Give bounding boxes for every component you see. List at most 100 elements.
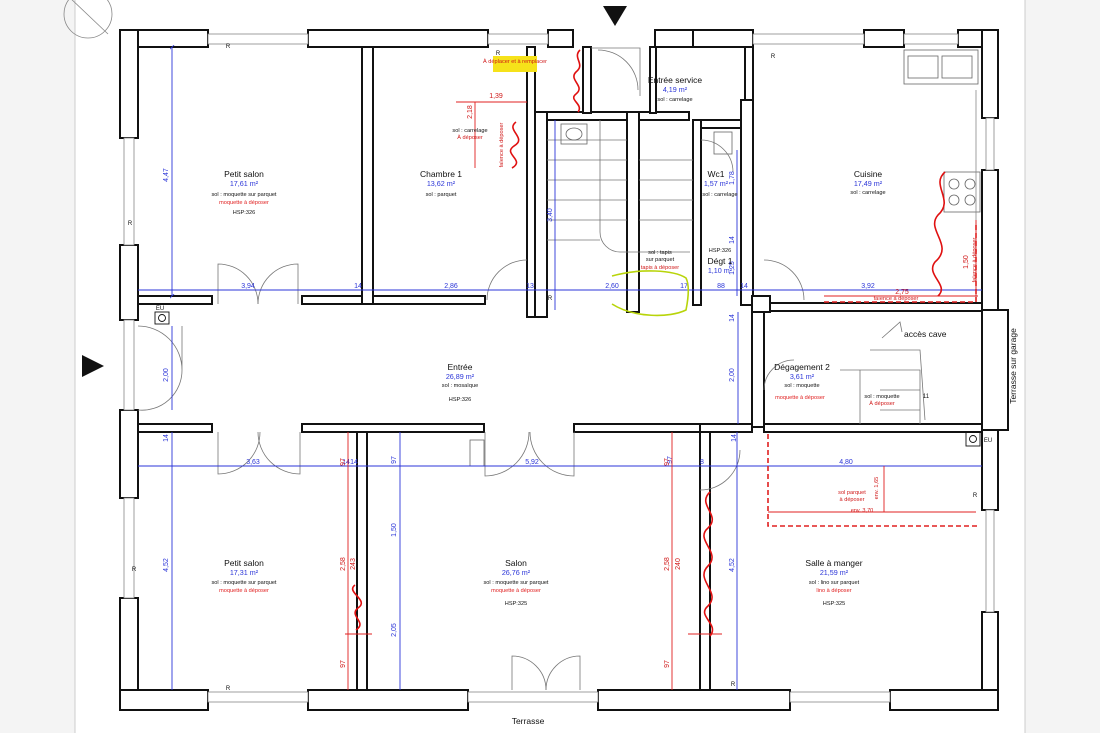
svg-text:14: 14 — [350, 459, 358, 466]
svg-text:14: 14 — [740, 283, 748, 290]
svg-text:À déplacer et à remplacer: À déplacer et à remplacer — [483, 58, 547, 65]
red-dimension-labels: 1,39 2,18 2,75 1,50 97 2,58 243 97 97 2,… — [340, 93, 970, 668]
svg-text:88: 88 — [717, 283, 725, 290]
svg-text:97: 97 — [664, 660, 671, 668]
room-wc1: Wc1 1,57 m² sol : carrelage — [702, 169, 737, 198]
svg-text:97: 97 — [391, 456, 398, 464]
svg-text:97: 97 — [340, 660, 347, 668]
svg-text:Petit salon: Petit salon — [224, 169, 264, 179]
blue-dimensions — [138, 47, 982, 690]
svg-text:21,59 m²: 21,59 m² — [820, 568, 849, 577]
svg-text:R: R — [226, 44, 231, 50]
svg-text:1,50: 1,50 — [391, 523, 398, 537]
svg-text:3,61 m²: 3,61 m² — [790, 372, 815, 381]
svg-text:97: 97 — [667, 456, 674, 464]
svg-text:26,76 m²: 26,76 m² — [502, 568, 531, 577]
eu-right-label: EU — [984, 438, 992, 444]
svg-text:moquette à déposer: moquette à déposer — [219, 588, 269, 594]
svg-text:lino à déposer: lino à déposer — [816, 588, 851, 594]
svg-text:5,92: 5,92 — [525, 459, 539, 466]
svg-text:env. 3,70: env. 3,70 — [851, 508, 874, 514]
svg-text:tapis à déposer: tapis à déposer — [641, 265, 679, 271]
drawing-sheet — [75, 0, 1025, 733]
svg-text:1,78: 1,78 — [729, 171, 736, 185]
room-degagement-2: Dégagement 2 3,61 m² sol : moquette moqu… — [774, 362, 830, 401]
svg-text:97: 97 — [340, 458, 347, 466]
svg-text:Entrée service: Entrée service — [648, 75, 703, 85]
svg-text:1,57 m²: 1,57 m² — [704, 179, 729, 188]
svg-text:Dégt 1: Dégt 1 — [707, 256, 732, 266]
svg-text:2,58: 2,58 — [664, 557, 671, 571]
svg-text:À déposer: À déposer — [457, 134, 483, 141]
room-petit-salon-1: Petit salon 17,61 m² sol : moquette sur … — [212, 169, 277, 216]
svg-text:3,63: 3,63 — [246, 459, 260, 466]
svg-text:env. 1,65: env. 1,65 — [874, 477, 880, 500]
svg-text:Entrée: Entrée — [447, 362, 472, 372]
svg-text:8: 8 — [700, 459, 704, 466]
svg-text:R: R — [128, 221, 133, 227]
svg-text:Salon: Salon — [505, 558, 527, 568]
room-salon: Salon 26,76 m² sol : moquette sur parque… — [484, 558, 549, 607]
svg-text:sol : lino sur parquet: sol : lino sur parquet — [809, 580, 860, 586]
svg-text:HSP:325: HSP:325 — [505, 601, 527, 607]
svg-text:sol : parquet: sol : parquet — [426, 192, 457, 198]
interior-walls — [137, 46, 983, 691]
svg-text:R: R — [731, 682, 736, 688]
svg-text:HSP:326: HSP:326 — [449, 397, 471, 403]
svg-text:1,10 m²: 1,10 m² — [708, 266, 733, 275]
svg-text:14: 14 — [163, 434, 170, 442]
svg-text:2,18: 2,18 — [467, 105, 474, 119]
svg-text:sol : moquette: sol : moquette — [864, 394, 899, 400]
radiator-markers: R R R R R R R R R — [128, 44, 978, 692]
svg-text:26,89 m²: 26,89 m² — [446, 372, 475, 381]
svg-text:243: 243 — [350, 558, 357, 570]
svg-text:4,19 m²: 4,19 m² — [663, 85, 688, 94]
section-arrow-top-icon — [603, 6, 627, 26]
svg-text:Cuisine: Cuisine — [854, 169, 883, 179]
room-entree-service: Entrée service 4,19 m² sol : carrelage — [648, 75, 703, 103]
svg-text:Petit salon: Petit salon — [224, 558, 264, 568]
svg-text:Dégagement 2: Dégagement 2 — [774, 362, 830, 372]
svg-text:faïence à déposer: faïence à déposer — [874, 296, 919, 302]
svg-text:1,25: 1,25 — [729, 261, 736, 275]
room-cuisine: Cuisine 17,49 m² sol : carrelage — [850, 169, 885, 196]
blue-dimension-labels: 4,47 3,94 14 2,86 13 2,60 17 88 14 3,92 … — [163, 168, 875, 637]
room-degt-1: HSP:326 Dégt 1 1,10 m² — [707, 248, 732, 275]
svg-text:sol : moquette sur parquet: sol : moquette sur parquet — [212, 192, 277, 198]
svg-text:1,39: 1,39 — [489, 93, 503, 100]
svg-text:Salle à manger: Salle à manger — [805, 558, 862, 568]
svg-text:moquette à déposer: moquette à déposer — [491, 588, 541, 594]
svg-text:HSP:326: HSP:326 — [233, 210, 255, 216]
svg-text:17,49 m²: 17,49 m² — [854, 179, 883, 188]
svg-text:2,00: 2,00 — [163, 368, 170, 382]
room-entree: Entrée 26,89 m² sol : mosaïque HSP:326 — [442, 362, 478, 403]
svg-text:sol : moquette sur parquet: sol : moquette sur parquet — [212, 580, 277, 586]
kitchen-fixtures — [903, 49, 981, 300]
svg-text:sol : mosaïque: sol : mosaïque — [442, 383, 478, 389]
svg-text:sol : carrelage: sol : carrelage — [657, 97, 692, 103]
svg-text:2,60: 2,60 — [605, 283, 619, 290]
svg-text:HSP:326: HSP:326 — [709, 248, 731, 254]
svg-text:R: R — [132, 567, 137, 573]
svg-text:faïence à déposer: faïence à déposer — [499, 122, 505, 167]
svg-text:3,92: 3,92 — [861, 283, 875, 290]
svg-text:sol parquet: sol parquet — [838, 490, 866, 496]
room-petit-salon-2: Petit salon 17,31 m² sol : moquette sur … — [212, 558, 277, 594]
svg-text:R: R — [496, 51, 501, 57]
svg-text:97: 97 — [664, 458, 671, 466]
svg-text:17,61 m²: 17,61 m² — [230, 179, 259, 188]
svg-text:sol : carrelage: sol : carrelage — [850, 190, 885, 196]
svg-text:R: R — [973, 493, 978, 499]
svg-text:1,50: 1,50 — [963, 255, 970, 269]
svg-text:4,52: 4,52 — [163, 558, 170, 572]
svg-text:3,94: 3,94 — [241, 283, 255, 290]
svg-text:17: 17 — [680, 283, 688, 290]
demolition-scribbles — [351, 49, 980, 637]
svg-text:3,40: 3,40 — [547, 208, 554, 222]
svg-text:R: R — [226, 686, 231, 692]
svg-text:14: 14 — [342, 459, 350, 466]
svg-text:11: 11 — [923, 394, 930, 400]
svg-text:13,62 m²: 13,62 m² — [427, 179, 456, 188]
svg-text:2,05: 2,05 — [391, 623, 398, 637]
